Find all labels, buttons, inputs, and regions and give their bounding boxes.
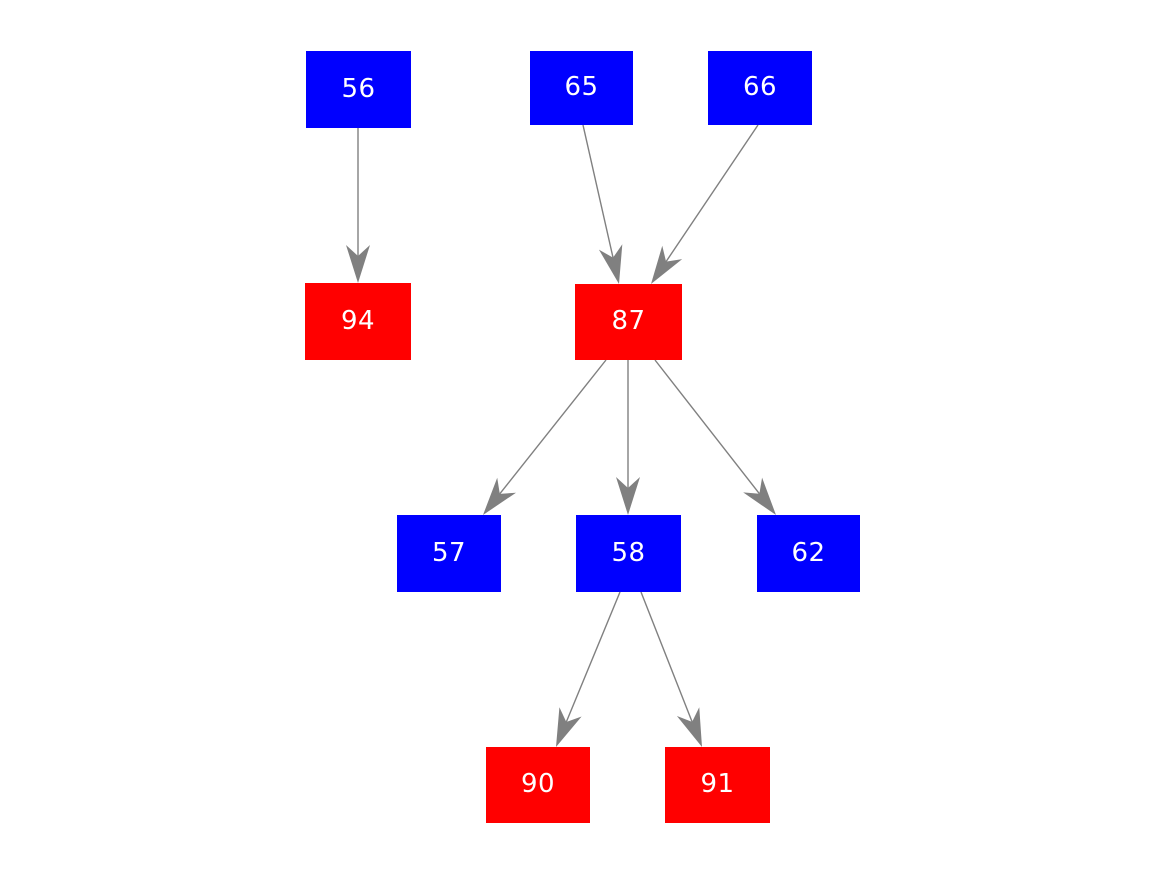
graph-edge-56-to-94 — [346, 128, 370, 283]
arrowhead-icon — [556, 707, 582, 747]
edge-line — [565, 591, 621, 723]
graph-node-label: 65 — [564, 72, 599, 102]
arrowhead-icon — [483, 477, 517, 515]
graph-node-56[interactable]: 56 — [306, 51, 411, 128]
graph-edge-87-to-62 — [654, 359, 776, 515]
graph-node-65[interactable]: 65 — [530, 51, 633, 125]
graph-edge-66-to-87 — [651, 124, 759, 284]
arrowhead-icon — [651, 245, 683, 284]
edge-line — [582, 124, 614, 258]
graph-node-58[interactable]: 58 — [576, 515, 681, 592]
graph-node-57[interactable]: 57 — [397, 515, 501, 592]
graph-node-87[interactable]: 87 — [575, 284, 682, 360]
graph-node-label: 57 — [431, 537, 467, 568]
graph-node-62[interactable]: 62 — [757, 515, 860, 592]
graph-node-66[interactable]: 66 — [708, 51, 812, 125]
graph-node-label: 62 — [791, 537, 826, 568]
graph-node-label: 58 — [611, 537, 646, 568]
graph-edge-87-to-57 — [483, 359, 607, 515]
arrowhead-icon — [346, 245, 370, 283]
graph-edge-58-to-90 — [556, 591, 621, 747]
graph-edge-58-to-91 — [640, 591, 702, 747]
graph-node-label: 66 — [742, 72, 778, 102]
graph-node-label: 90 — [520, 769, 556, 799]
arrowhead-icon — [616, 477, 640, 515]
graph-node-label: 87 — [611, 306, 646, 336]
arrowhead-icon — [598, 244, 623, 284]
graph-edge-87-to-58 — [616, 360, 640, 515]
graph-edge-65-to-87 — [582, 124, 623, 284]
edge-line — [499, 359, 607, 495]
graph-node-91[interactable]: 91 — [665, 747, 770, 823]
edge-line — [665, 124, 759, 262]
graph-node-label: 91 — [700, 769, 735, 799]
graph-node-90[interactable]: 90 — [486, 747, 590, 823]
graph-node-94[interactable]: 94 — [305, 283, 411, 360]
graph-node-label: 56 — [341, 73, 376, 104]
edge-line — [640, 591, 693, 723]
edge-line — [654, 359, 760, 495]
arrowhead-icon — [743, 477, 776, 515]
arrowhead-icon — [676, 707, 702, 747]
graph-node-label: 94 — [340, 305, 376, 336]
